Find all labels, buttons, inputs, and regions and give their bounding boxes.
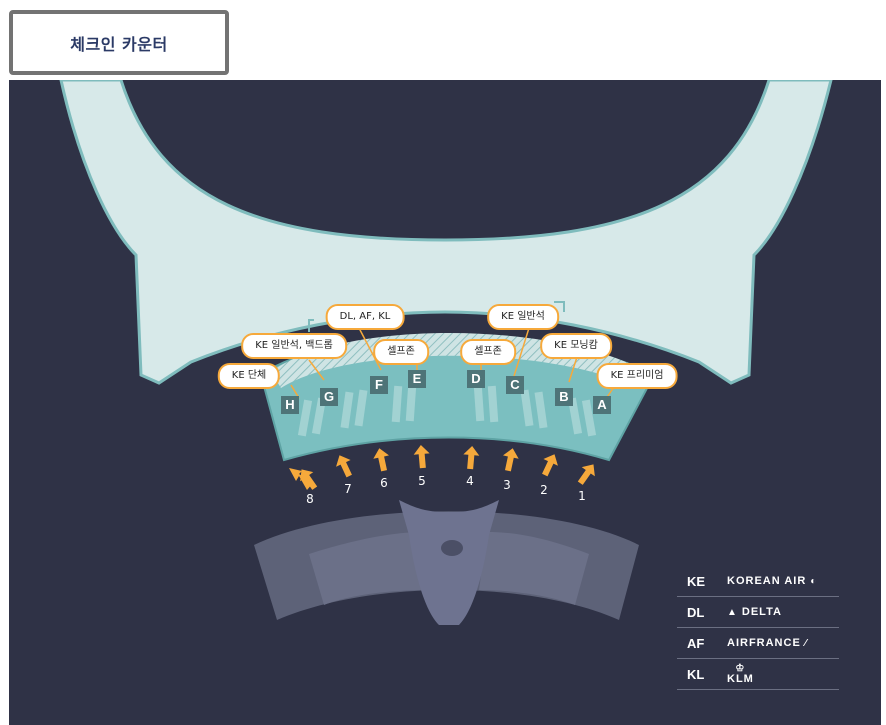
legend-code: KL [687,666,705,682]
entrance-arrows [289,468,313,490]
lower-building-center [399,500,499,625]
legend-code: DL [687,604,705,620]
callout-self-zone-right: 셀프존 [460,339,516,365]
gate-number-1: 1 [578,489,586,503]
counter-g: G [320,388,338,406]
legend-row-ke: KE KOREAN AIR ◐ [677,566,839,597]
counter-c: C [506,376,524,394]
gate-number-7: 7 [344,482,352,496]
legend-row-dl: DL ▲ DELTA [677,597,839,628]
gate-number-8: 8 [306,492,314,506]
callout-ke-general-bagdrop: KE 일반석, 백드롭 [241,333,347,359]
callout-dl-af-kl: DL, AF, KL [325,304,405,330]
delta-logo: ▲ DELTA [727,606,782,618]
airfrance-stripe-icon: ⁄ [804,637,808,649]
klm-logo: ♔ KLM [727,663,754,685]
counter-a: A [593,396,611,414]
korean-air-logo: KOREAN AIR ◐ [727,575,818,587]
counter-d: D [467,370,485,388]
counter-f: F [370,376,388,394]
gate-number-4: 4 [466,474,474,488]
gate-number-5: 5 [418,474,426,488]
gate-number-2: 2 [540,483,548,497]
checkin-map: DL, AF, KL KE 일반석 KE 일반석, 백드롭 셀프존 셀프존 KE… [9,80,881,725]
korean-air-taegeuk-icon: ◐ [810,575,818,587]
callout-leaders [290,327,615,401]
legend-row-kl: KL ♔ KLM [677,659,839,690]
callout-ke-group: KE 단체 [217,363,281,389]
counter-b: B [555,388,573,406]
gate-number-6: 6 [380,476,388,490]
callout-self-zone-left: 셀프존 [373,339,429,365]
callout-ke-morning-calm: KE 모닝캄 [540,333,612,359]
legend-code: AF [687,635,705,651]
counter-h: H [281,396,299,414]
legend-row-af: AF AIRFRANCE ⁄ [677,628,839,659]
terminal-building [59,80,833,385]
gate-number-3: 3 [503,478,511,492]
airfrance-logo: AIRFRANCE ⁄ [727,637,808,649]
airline-legend: KE KOREAN AIR ◐ DL ▲ DELTA AF AIRFRANCE … [677,566,839,690]
callout-ke-general: KE 일반석 [487,304,559,330]
legend-code: KE [687,573,706,589]
delta-triangle-icon: ▲ [727,606,738,618]
terminal-map-graphic [59,80,833,625]
callout-ke-premium: KE 프리미엄 [596,363,678,389]
counter-e: E [408,370,426,388]
klm-crown-icon: ♔ [735,663,746,674]
counter-desks [297,384,597,437]
page-title: 체크인 카운터 [9,10,229,75]
